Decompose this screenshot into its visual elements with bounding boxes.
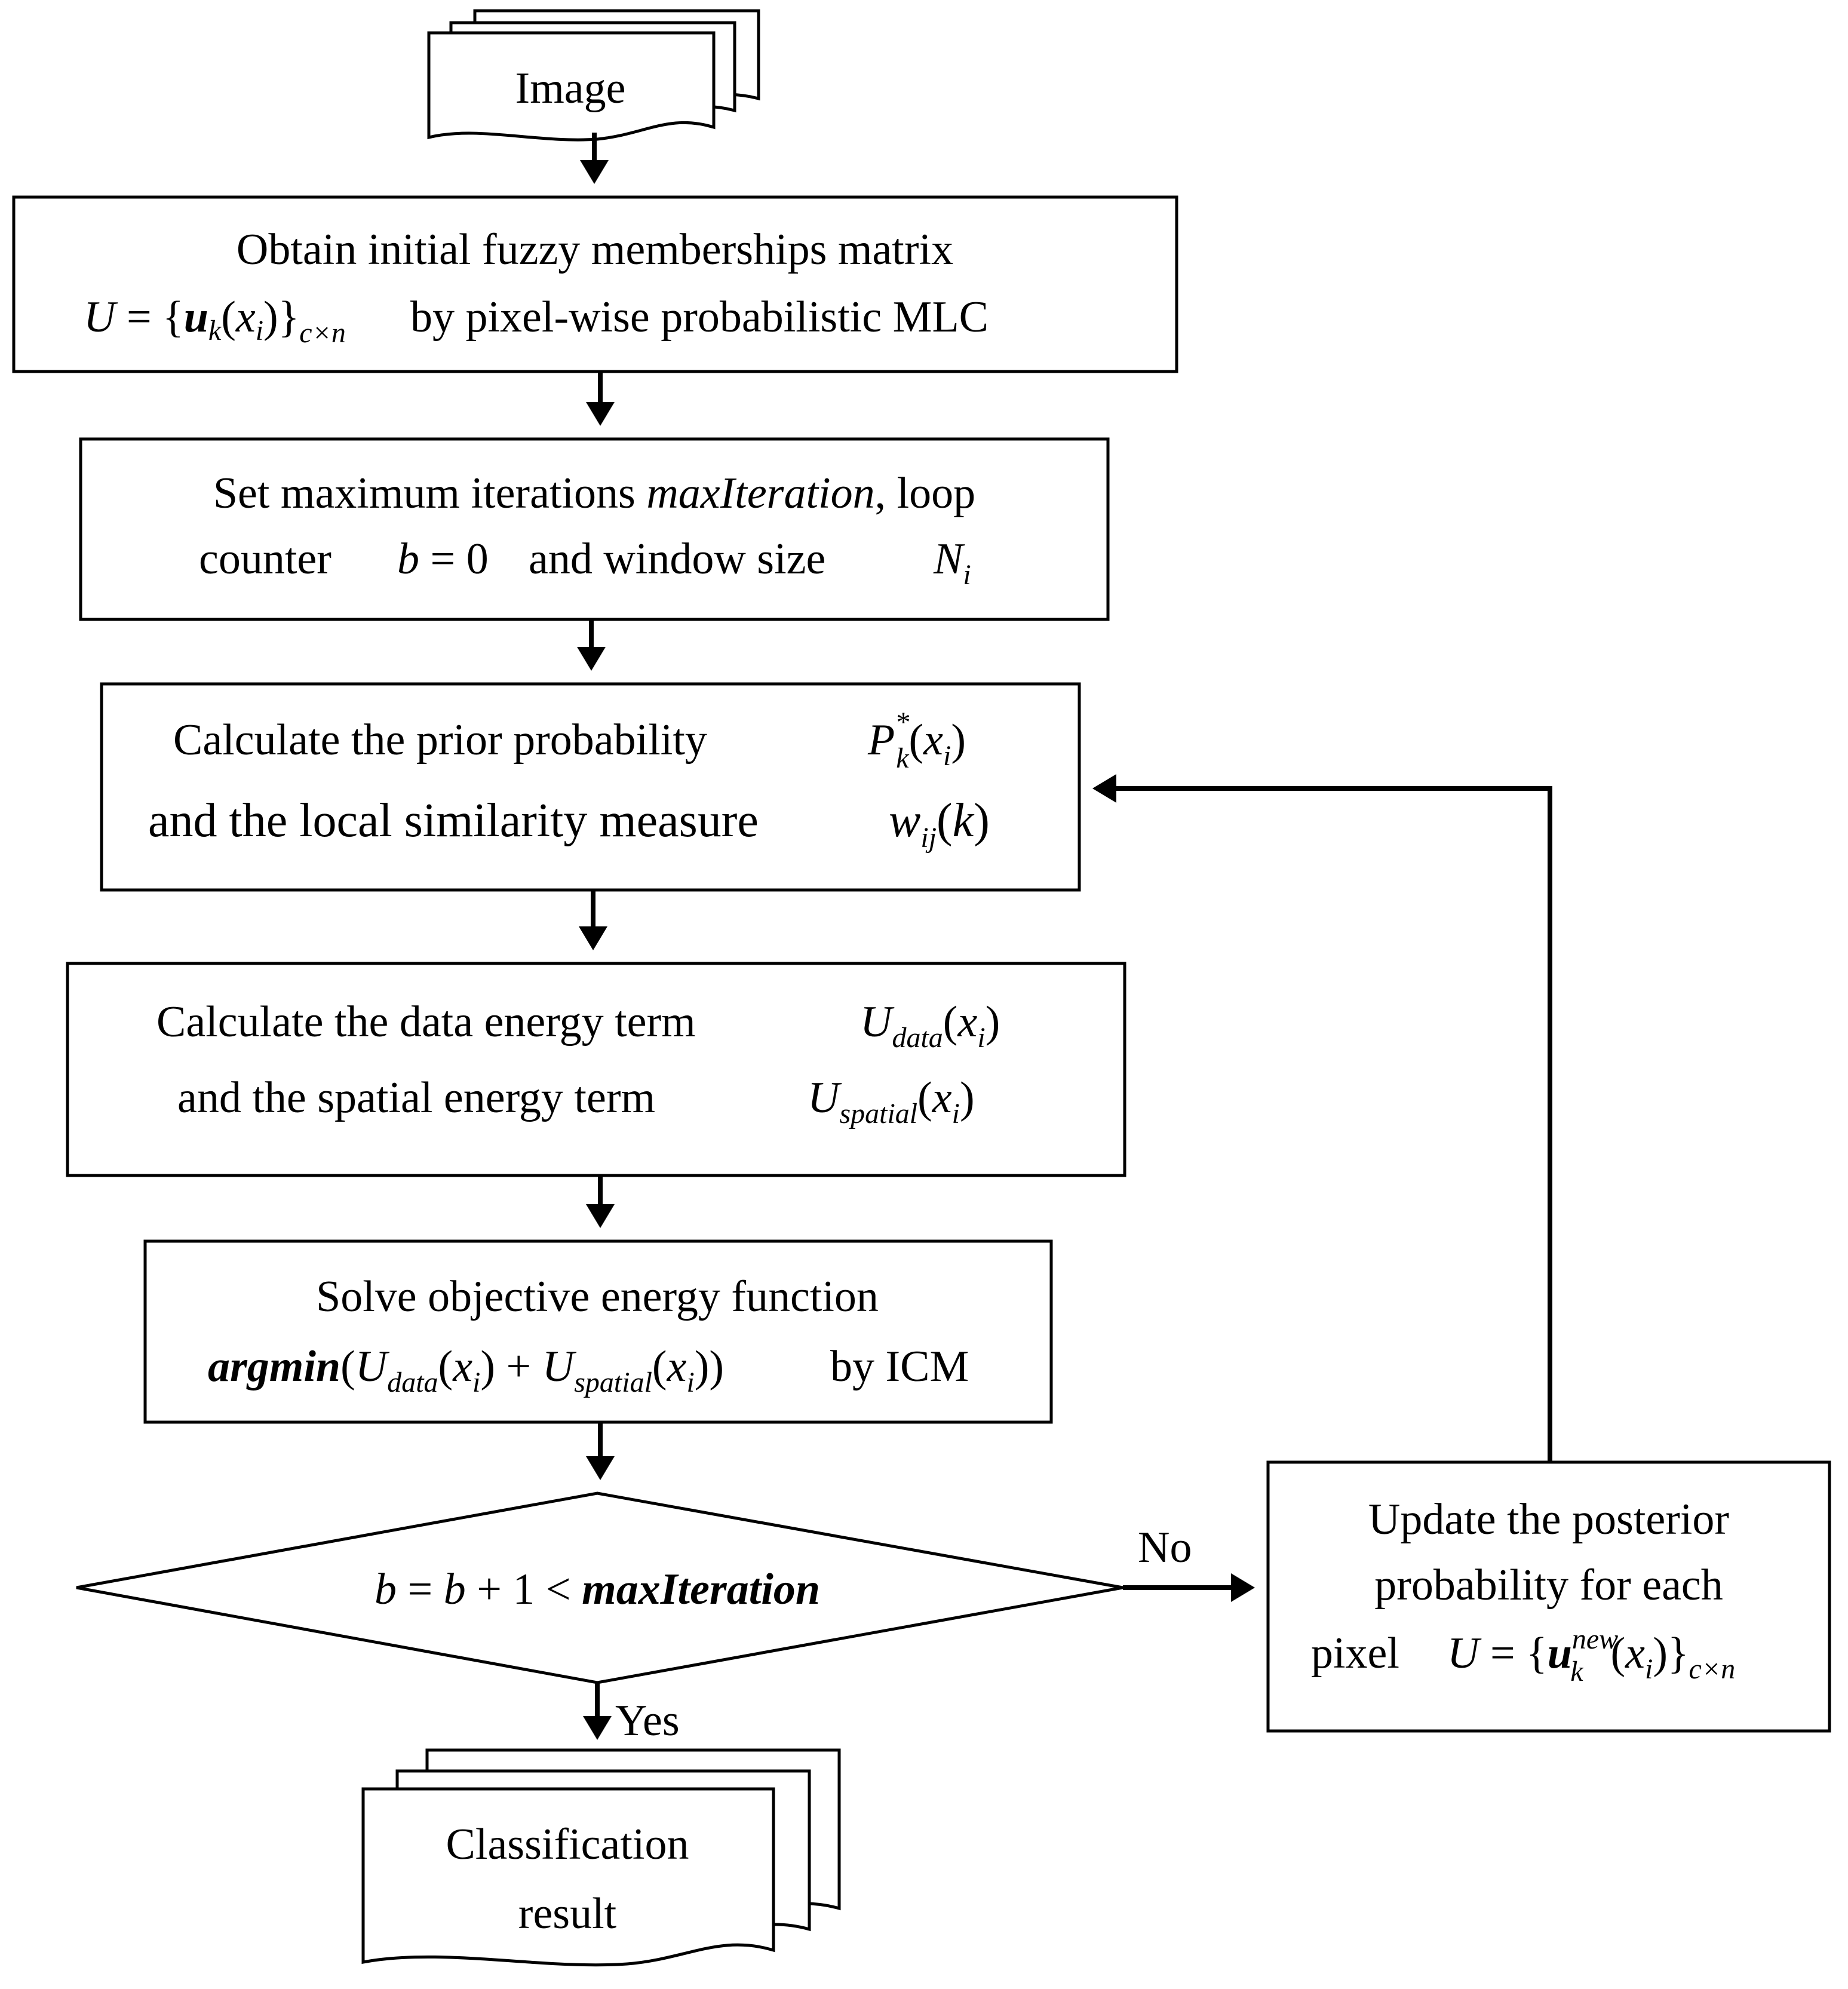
step3-line2: and the local similarity measure (148, 794, 759, 847)
label-yes: Yes (615, 1696, 680, 1745)
label-no: No (1138, 1523, 1192, 1572)
step-calc-prior: Calculate the prior probability P*k(xi) … (100, 682, 1081, 892)
step2-line1: Set maximum iterations maxIteration, loo… (213, 469, 975, 518)
result-line2: result (518, 1889, 617, 1938)
step3-line1: Calculate the prior probability (173, 716, 707, 765)
step-update-posterior: Update the posterior probability for eac… (1266, 1460, 1831, 1733)
step-set-parameters: Set maximum iterations maxIteration, loo… (79, 437, 1110, 621)
step1-text: by pixel-wise probabilistic MLC (410, 293, 989, 342)
decision-formula: b = b + 1 < maxIteration (374, 1565, 820, 1614)
connectors (577, 133, 1552, 1740)
update-line3: pixel (1311, 1629, 1399, 1678)
step2-counter-formula: b = 0 (397, 535, 489, 584)
step5-line1: Solve objective energy function (316, 1272, 879, 1321)
step4-formula2: Uspatial(xi) (808, 1073, 975, 1129)
step3-formula2: wij(k) (889, 794, 990, 854)
step2-window-label: and window size (529, 535, 825, 584)
step-obtain-memberships: Obtain initial fuzzy memberships matrix … (12, 195, 1178, 373)
step5-formula: argmin(Udata(xi) + Uspatial(xi)) (208, 1342, 724, 1398)
arrow-update-to-step3 (1092, 774, 1552, 1462)
step4-line2: and the spatial energy term (177, 1073, 655, 1122)
step1-line1: Obtain initial fuzzy memberships matrix (237, 225, 953, 274)
step-solve-icm: Solve objective energy function argmin(U… (143, 1239, 1053, 1424)
step4-line1: Calculate the data energy term (156, 997, 696, 1046)
decision-iteration: b = b + 1 < maxIteration (76, 1491, 1123, 1684)
update-line1: Update the posterior (1368, 1495, 1729, 1544)
image-document-stack: Image (427, 9, 760, 142)
update-line2: probability for each (1374, 1561, 1723, 1610)
result-document-stack: Classification result (361, 1748, 841, 1967)
step3-formula1: P*k(xi) (867, 707, 966, 774)
step5-text: by ICM (830, 1342, 969, 1391)
step2-counter-label: counter (199, 535, 331, 584)
result-line1: Classification (446, 1820, 689, 1869)
image-label: Image (515, 64, 626, 113)
step-calc-energy: Calculate the data energy term Udata(xi)… (66, 962, 1126, 1177)
